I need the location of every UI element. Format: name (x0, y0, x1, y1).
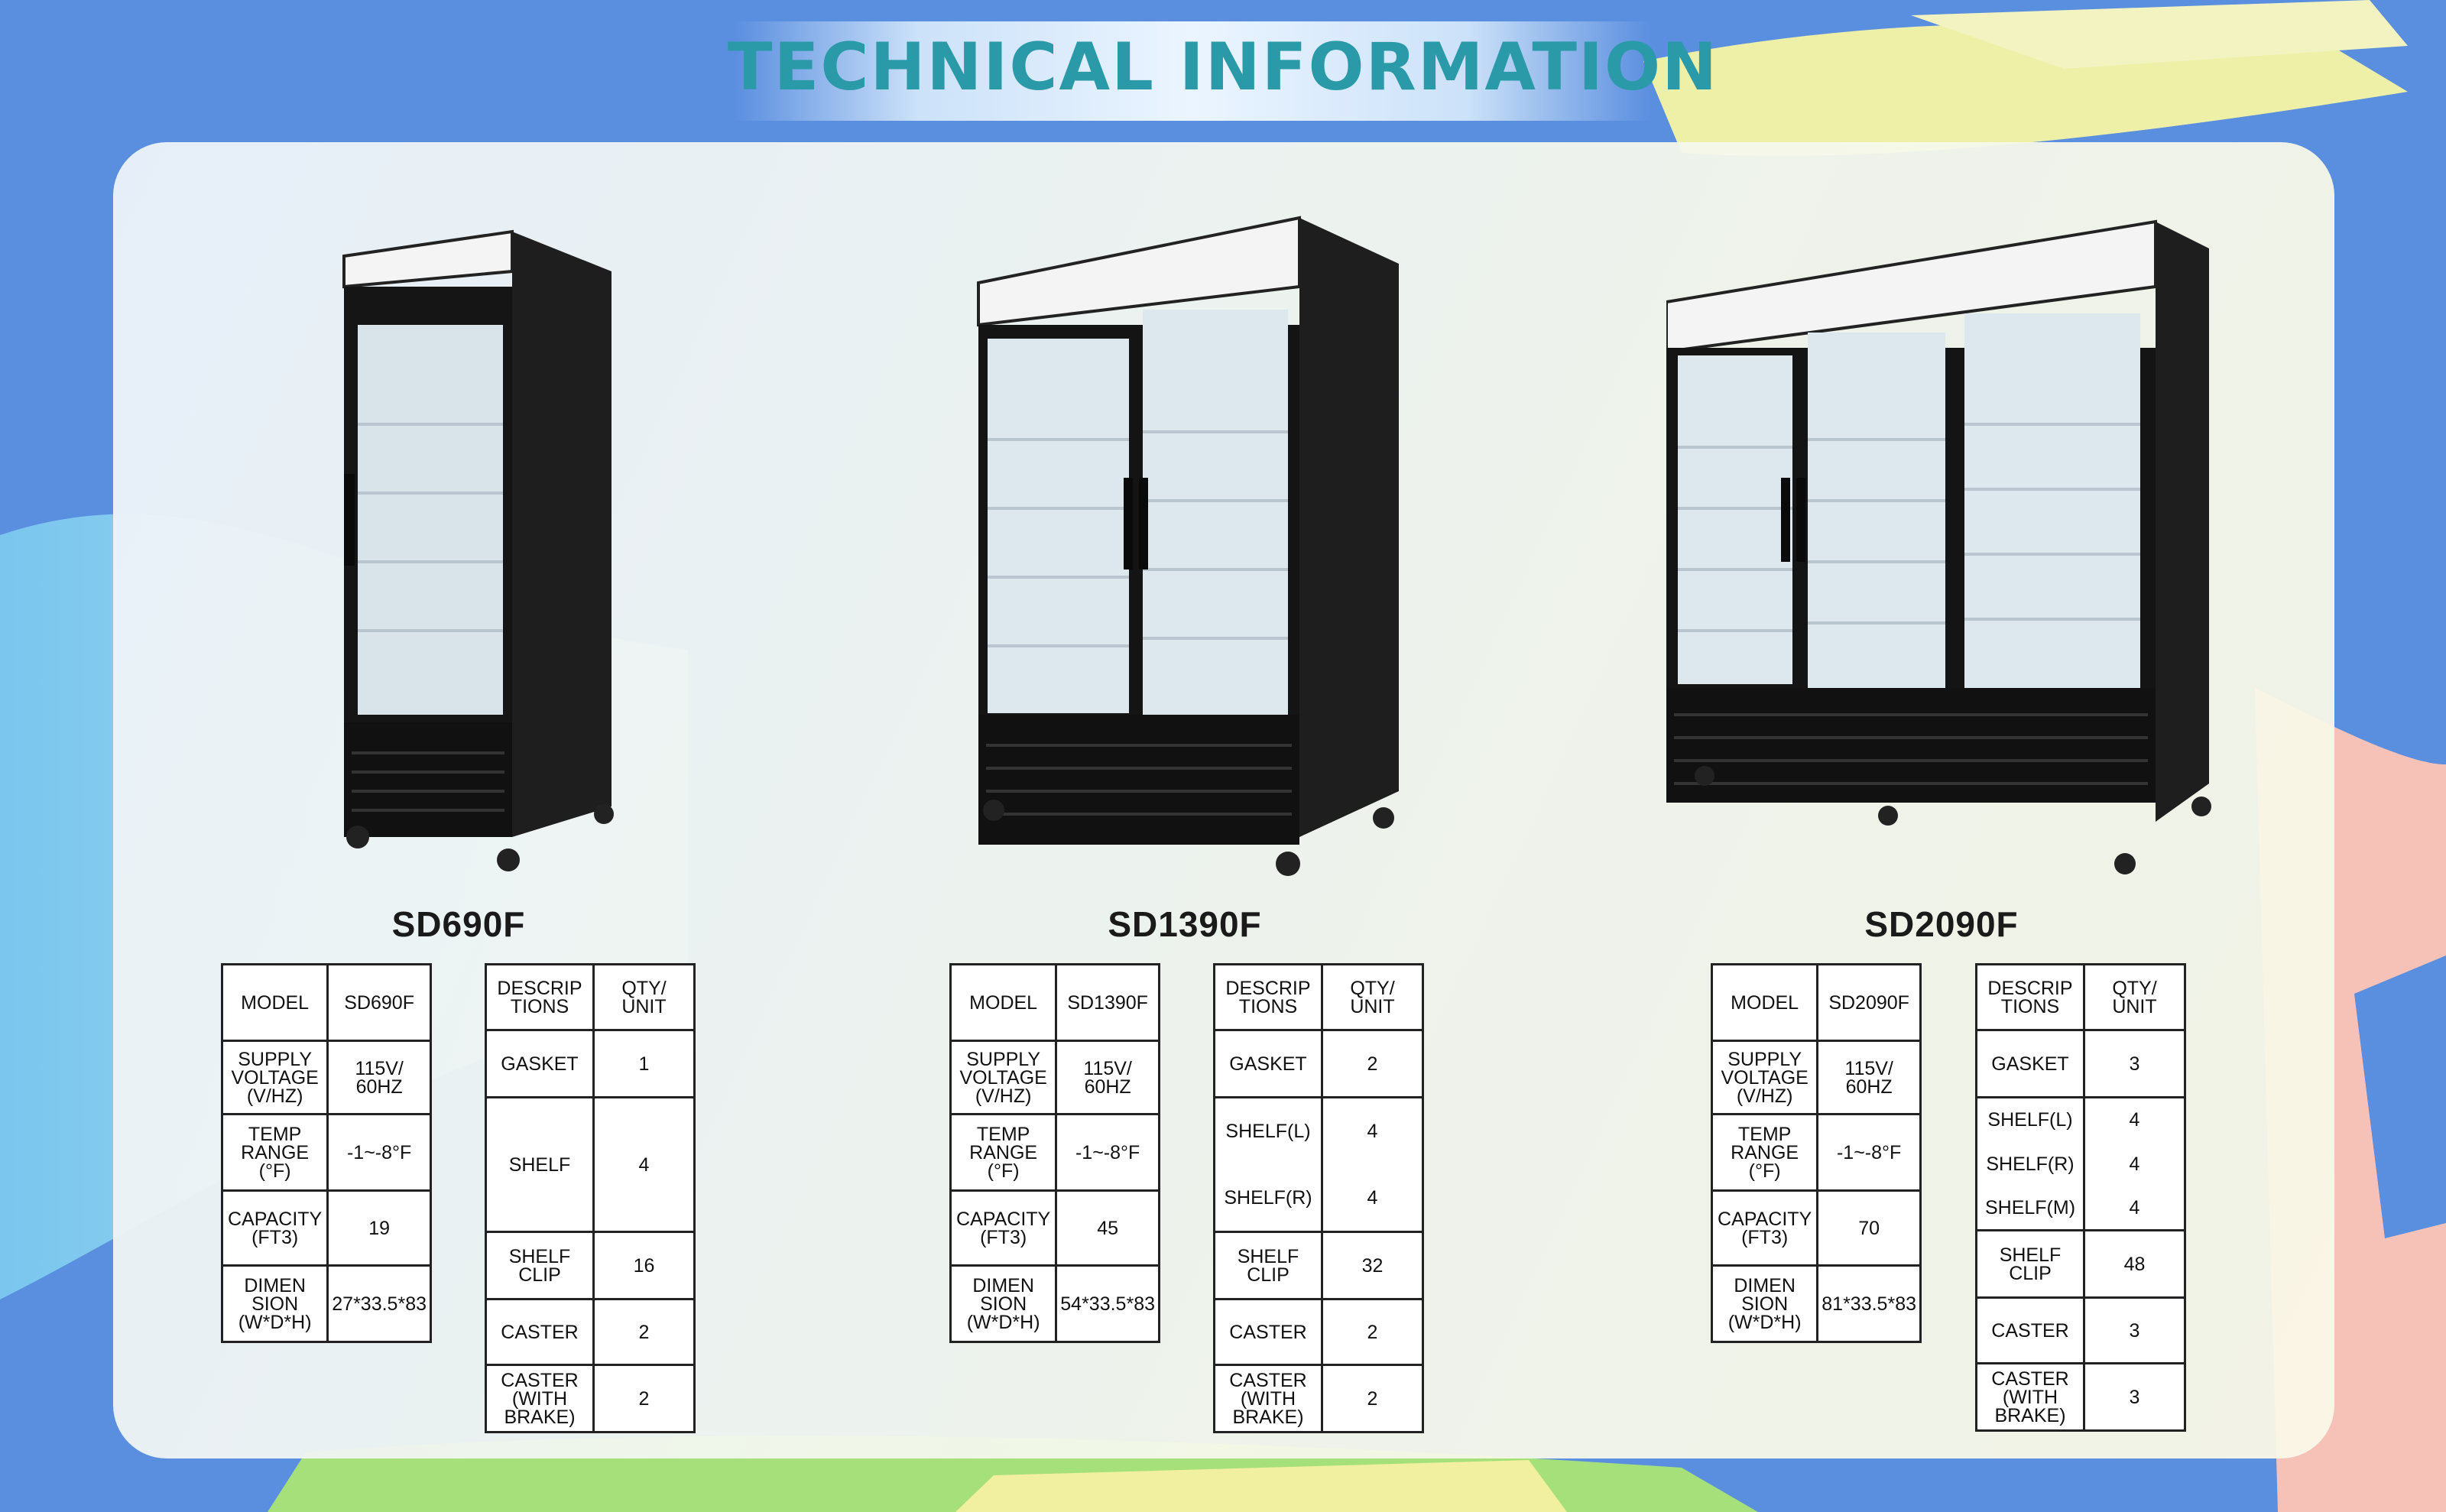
part-desc: SHELF CLIP (1213, 1231, 1323, 1300)
parts-header-desc: DESCRIP TIONS (1213, 963, 1323, 1031)
part-qty: 4 (2083, 1186, 2186, 1231)
part-desc: GASKET (1213, 1029, 1323, 1098)
part-desc: SHELF(M) (1975, 1186, 2085, 1231)
part-desc: SHELF (485, 1096, 595, 1233)
part-qty: 2 (1321, 1029, 1424, 1098)
spec-value: -1~-8°F (1055, 1113, 1160, 1192)
sd2090f-product-image (1666, 219, 2211, 874)
spec-label: MODEL (949, 963, 1058, 1042)
part-desc: CASTER (1975, 1296, 2085, 1364)
spec-value: -1~-8°F (326, 1113, 432, 1192)
part-desc: SHELF(R) (1213, 1164, 1323, 1233)
product-name-sd1390f: SD1390F (1108, 904, 1262, 944)
spec-label: DIMEN SION (W*D*H) (1710, 1264, 1819, 1343)
part-desc: CASTER (WITH BRAKE) (1975, 1362, 2085, 1432)
spec-label: DIMEN SION (W*D*H) (949, 1264, 1058, 1343)
parts-header-desc: DESCRIP TIONS (485, 963, 595, 1031)
product-name-sd690f: SD690F (391, 904, 526, 944)
spec-label: MODEL (220, 963, 329, 1042)
part-qty: 4 (1321, 1164, 1424, 1233)
spec-label: CAPACITY (FT3) (220, 1189, 329, 1267)
title-band (734, 21, 1651, 121)
part-qty: 2 (1321, 1364, 1424, 1433)
spec-value: SD2090F (1816, 963, 1922, 1042)
parts-header-qty: QTY/ UNIT (2083, 963, 2186, 1031)
spec-label: TEMP RANGE (°F) (949, 1113, 1058, 1192)
spec-value: 115V/ 60HZ (1055, 1040, 1160, 1115)
part-qty: 1 (592, 1029, 696, 1098)
spec-value: 45 (1055, 1189, 1160, 1267)
part-desc: CASTER (1213, 1298, 1323, 1366)
part-qty: 2 (592, 1364, 696, 1433)
part-desc: SHELF(R) (1975, 1141, 2085, 1186)
parts-header-qty: QTY/ UNIT (1321, 963, 1424, 1031)
part-qty: 3 (2083, 1296, 2186, 1364)
part-qty: 4 (2083, 1141, 2186, 1186)
spec-label: SUPPLY VOLTAGE (V/HZ) (949, 1040, 1058, 1115)
spec-label: CAPACITY (FT3) (949, 1189, 1058, 1267)
parts-header-qty: QTY/ UNIT (592, 963, 696, 1031)
spec-value: 19 (326, 1189, 432, 1267)
part-qty: 32 (1321, 1231, 1424, 1300)
spec-label: DIMEN SION (W*D*H) (220, 1264, 329, 1343)
spec-value: SD690F (326, 963, 432, 1042)
spec-value: SD1390F (1055, 963, 1160, 1042)
part-desc: SHELF(L) (1213, 1096, 1323, 1165)
spec-label: MODEL (1710, 963, 1819, 1042)
part-qty: 4 (2083, 1096, 2186, 1142)
spec-value: 115V/ 60HZ (1816, 1040, 1922, 1115)
spec-label: SUPPLY VOLTAGE (V/HZ) (220, 1040, 329, 1115)
spec-value: 70 (1816, 1189, 1922, 1267)
part-desc: GASKET (1975, 1029, 2085, 1098)
part-desc: CASTER (WITH BRAKE) (485, 1364, 595, 1433)
spec-value: 115V/ 60HZ (326, 1040, 432, 1115)
part-desc: SHELF CLIP (485, 1231, 595, 1300)
spec-label: TEMP RANGE (°F) (1710, 1113, 1819, 1192)
part-qty: 3 (2083, 1029, 2186, 1098)
part-desc: SHELF(L) (1975, 1096, 2085, 1142)
spec-value: 27*33.5*83 (326, 1264, 432, 1343)
sd690f-product-image (342, 229, 614, 871)
page-title: TECHNICAL INFORMATION (727, 29, 1719, 105)
sd1390f-product-image (977, 216, 1399, 876)
part-qty: 16 (592, 1231, 696, 1300)
spec-value: 54*33.5*83 (1055, 1264, 1160, 1343)
spec-label: CAPACITY (FT3) (1710, 1189, 1819, 1267)
part-desc: CASTER (485, 1298, 595, 1366)
spec-value: -1~-8°F (1816, 1113, 1922, 1192)
part-qty: 4 (592, 1096, 696, 1233)
part-qty: 2 (1321, 1298, 1424, 1366)
spec-value: 81*33.5*83 (1816, 1264, 1922, 1343)
part-qty: 48 (2083, 1229, 2186, 1299)
part-desc: SHELF CLIP (1975, 1229, 2085, 1299)
part-desc: GASKET (485, 1029, 595, 1098)
part-qty: 4 (1321, 1096, 1424, 1165)
part-desc: CASTER (WITH BRAKE) (1213, 1364, 1323, 1433)
parts-header-desc: DESCRIP TIONS (1975, 963, 2085, 1031)
product-name-sd2090f: SD2090F (1864, 904, 2019, 944)
spec-label: SUPPLY VOLTAGE (V/HZ) (1710, 1040, 1819, 1115)
part-qty: 2 (592, 1298, 696, 1366)
part-qty: 3 (2083, 1362, 2186, 1432)
spec-label: TEMP RANGE (°F) (220, 1113, 329, 1192)
